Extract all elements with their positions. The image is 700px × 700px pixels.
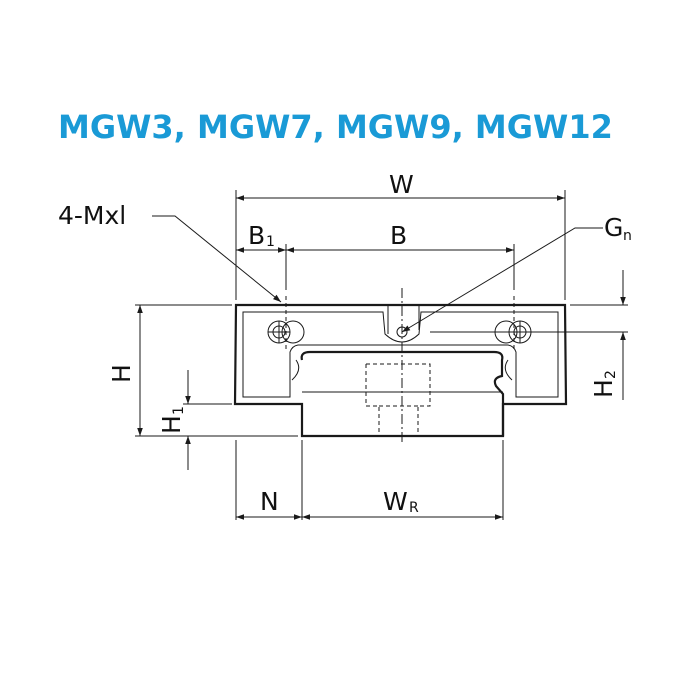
label-h2: H 2: [589, 370, 619, 398]
svg-text:H: H: [157, 415, 186, 434]
rail: [291, 350, 513, 436]
svg-text:R: R: [409, 500, 419, 516]
label-h: H: [107, 364, 136, 383]
extension-lines: [135, 190, 628, 520]
svg-text:2: 2: [603, 370, 619, 379]
svg-text:B: B: [248, 221, 265, 250]
label-wr: W R: [383, 487, 419, 516]
diagram-title: MGW3, MGW7, MGW9, MGW12: [58, 108, 613, 146]
svg-text:G: G: [604, 213, 623, 242]
svg-text:W: W: [383, 487, 408, 516]
screw-left: [267, 320, 305, 344]
label-w: W: [389, 170, 414, 199]
label-h1: H 1: [157, 406, 187, 434]
label-mxl: 4-Mxl: [58, 201, 126, 230]
svg-text:n: n: [623, 228, 632, 244]
svg-text:H: H: [589, 379, 618, 398]
leader-lines: [152, 215, 603, 333]
label-b1: B 1: [248, 221, 275, 250]
label-n: N: [260, 487, 279, 516]
label-b: B: [390, 221, 407, 250]
dimension-lines: [137, 195, 626, 520]
label-gn: G n: [604, 213, 632, 244]
svg-text:1: 1: [266, 234, 275, 250]
svg-text:1: 1: [171, 406, 187, 415]
